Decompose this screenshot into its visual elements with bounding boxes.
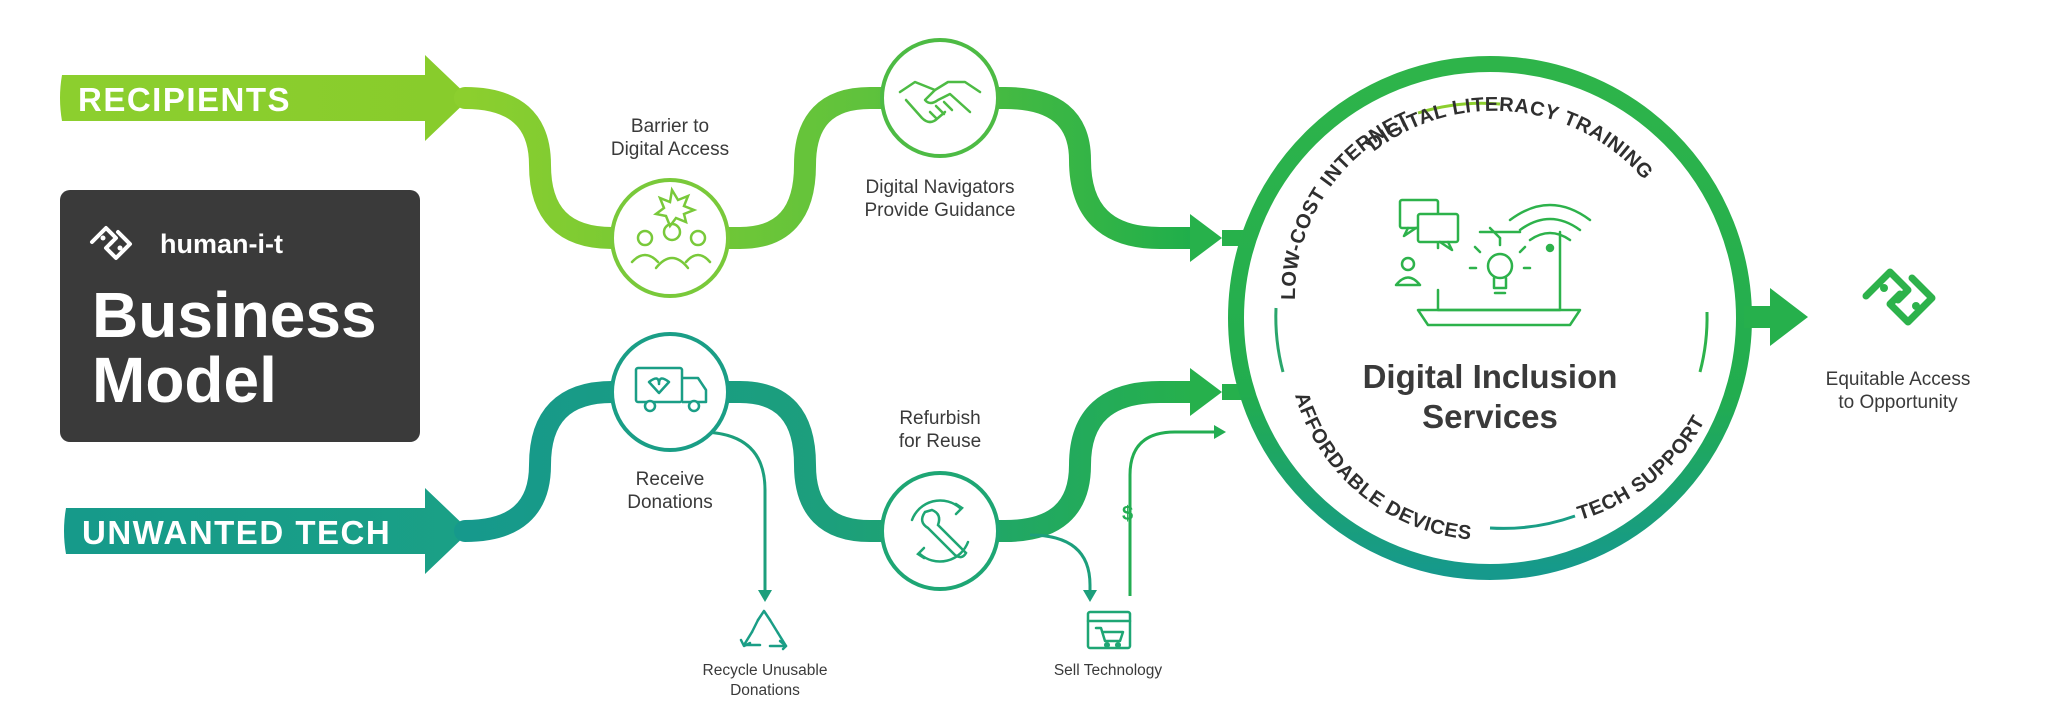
delivery-truck-icon <box>634 366 708 413</box>
navigators-step <box>880 38 1000 158</box>
dollar-sign: $ <box>1122 503 1133 525</box>
services-title-line1: Digital Inclusion <box>1363 358 1618 395</box>
svg-text:Digital Navigators: Digital Navigators <box>866 177 1015 198</box>
brand-title-line2: Model <box>92 344 277 416</box>
receive-step <box>610 332 730 452</box>
wrench-gear-icon <box>910 499 970 563</box>
refurbish-label: Refurbish for Reuse <box>899 408 981 452</box>
svg-text:Provide Guidance: Provide Guidance <box>864 200 1015 221</box>
recycle-label: Recycle Unusable Donations <box>703 662 828 699</box>
bottom-flow-arrowhead <box>1190 368 1222 416</box>
donation-flow-path <box>454 381 1206 542</box>
barrier-step <box>610 178 730 298</box>
svg-text:for Reuse: for Reuse <box>899 431 981 452</box>
svg-text:Receive: Receive <box>636 469 705 490</box>
svg-text:Donations: Donations <box>627 492 713 513</box>
ring-divider-right <box>1698 311 1709 373</box>
services-title-line2: Services <box>1422 398 1558 435</box>
brand-logo-icon <box>90 226 132 260</box>
revenue-line <box>1128 430 1218 596</box>
outcome-label: Equitable Access to Opportunity <box>1826 369 1971 413</box>
svg-text:Recycle Unusable: Recycle Unusable <box>703 662 828 679</box>
brand-box: human-i-t Business Model <box>60 190 420 442</box>
laptop-idea-icon <box>1394 198 1592 327</box>
ring-divider-bottom <box>1489 514 1576 530</box>
svg-text:Donations: Donations <box>730 682 800 699</box>
refurbish-step <box>880 471 1000 591</box>
recycle-branch-arrow <box>758 590 772 602</box>
recycle-icon <box>739 609 788 651</box>
svg-text:Barrier to: Barrier to <box>631 116 709 137</box>
ring-divider-top <box>1417 101 1501 115</box>
digital-inclusion-services: LOW-COST INTERNET DIGITAL LITERACY TRAIN… <box>1228 56 1752 580</box>
people-alert-icon <box>630 186 712 270</box>
receive-label: Receive Donations <box>627 469 713 513</box>
revenue-arrow <box>1214 425 1226 439</box>
brand-name: human-i-t <box>160 229 283 259</box>
sell-branch-arrow <box>1083 590 1097 602</box>
unwanted-tech-arrow: UNWANTED TECH <box>64 488 470 574</box>
unwanted-tech-label: UNWANTED TECH <box>82 514 391 551</box>
svg-text:Digital Access: Digital Access <box>611 139 729 160</box>
svg-text:to Opportunity: to Opportunity <box>1838 392 1958 413</box>
svg-text:Equitable Access: Equitable Access <box>1826 369 1971 390</box>
recycle-branch-line <box>699 430 767 595</box>
ring-divider-left <box>1274 307 1285 373</box>
top-flow-arrowhead <box>1190 214 1222 262</box>
recipients-arrow: RECIPIENTS <box>60 55 470 141</box>
recipients-label: RECIPIENTS <box>78 81 291 118</box>
barrier-label: Barrier to Digital Access <box>611 116 729 160</box>
handshake-icon <box>898 80 982 124</box>
recipient-flow-path <box>454 87 1206 249</box>
sell-label: Sell Technology <box>1054 662 1163 679</box>
svg-text:Sell Technology: Sell Technology <box>1054 662 1163 679</box>
web-shop-cart-icon <box>1086 610 1132 650</box>
navigators-label: Digital Navigators Provide Guidance <box>864 177 1015 221</box>
human-i-t-logo-icon <box>1862 268 1936 326</box>
output-arrow <box>1744 288 1808 346</box>
svg-text:Refurbish: Refurbish <box>899 408 980 429</box>
sell-branch-line <box>1029 533 1092 595</box>
brand-title-line1: Business <box>92 279 377 351</box>
